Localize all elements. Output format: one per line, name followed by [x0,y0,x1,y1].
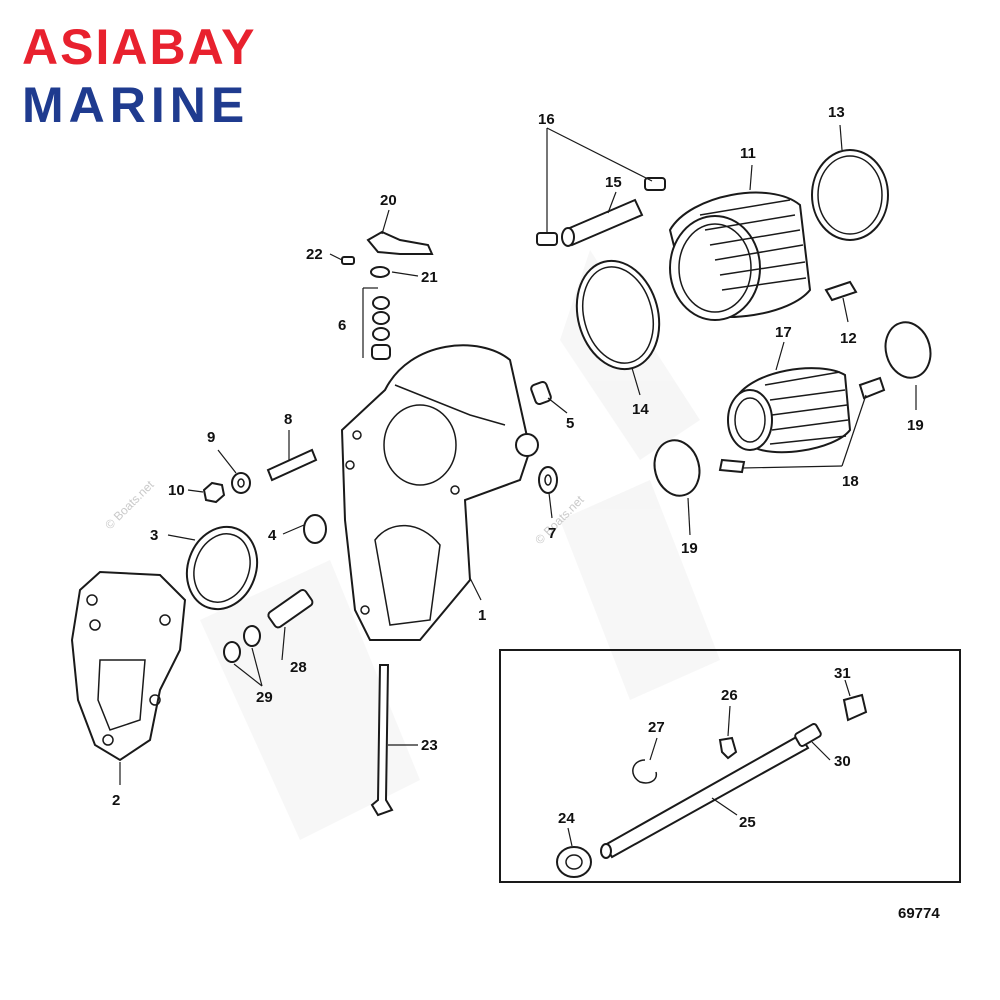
watermark-text-left: © Boats.net [102,477,157,532]
washer-7 [538,466,558,494]
callout-25: 25 [739,814,756,831]
o-ring-small [303,514,327,544]
callout-11: 11 [740,145,756,162]
callout-20: 20 [380,192,397,209]
callout-12: 12 [840,330,857,347]
callout-27: 27 [648,719,665,736]
callout-3: 3 [150,527,158,544]
callout-31: 31 [834,665,851,682]
hose-clamp-small-a [536,232,558,246]
callout-6: 6 [338,317,346,334]
clip-18a [858,376,886,400]
o-ring-29a [223,641,241,663]
callout-labels: 1 2 3 4 5 6 7 8 9 10 11 12 13 14 15 16 1… [112,104,924,831]
shift-cable-inset-box [499,649,961,883]
hose-clamp-19a [884,321,932,379]
valve [267,589,314,629]
leader-lines [119,124,917,847]
callout-18: 18 [842,473,859,490]
callout-10: 10 [168,482,185,499]
drawing-number: 69774 [898,905,940,922]
nut [202,481,226,504]
hose-clamp-small-b [644,177,666,191]
bushing-stack [371,296,391,360]
callout-5: 5 [566,415,574,432]
shift-shaft [370,664,394,817]
tube [563,198,644,247]
shift-cable-bellows [727,367,852,454]
callout-2: 2 [112,792,120,809]
washer-21 [370,266,390,278]
callout-9: 9 [207,429,215,446]
callout-8: 8 [284,411,292,428]
gasket-part [70,570,187,762]
callout-29: 29 [256,689,273,706]
stud [266,448,318,482]
screw-22 [341,256,355,265]
elbow-fitting [530,380,552,406]
callout-4: 4 [268,527,277,544]
callout-22: 22 [306,246,323,263]
o-ring-large [185,525,259,611]
hose-clamp-19b [653,439,701,497]
brand-logo-top: ASIABAY [22,19,257,75]
callout-1: 1 [478,607,486,624]
exhaust-bellows [668,191,812,321]
bell-housing [340,344,539,641]
callout-14: 14 [632,401,649,418]
callout-19-right: 19 [907,417,924,434]
callout-28: 28 [290,659,307,676]
callout-30: 30 [834,753,851,770]
shift-cable-assembly [556,693,868,878]
callout-26: 26 [721,687,738,704]
washer-9 [231,472,251,494]
callout-17: 17 [775,324,792,341]
bellows-clamp [811,149,889,241]
clip-12 [824,280,858,302]
o-ring-29b [243,625,261,647]
callout-7: 7 [548,525,556,542]
callout-16: 16 [538,111,555,128]
bracket [366,230,434,255]
callout-23: 23 [421,737,438,754]
brand-logo-bottom: MARINE [22,77,250,133]
callout-19-left: 19 [681,540,698,557]
callout-13: 13 [828,104,845,121]
callout-15: 15 [605,174,622,191]
clip-18b [718,458,746,474]
callout-21: 21 [421,269,438,286]
callout-24: 24 [558,810,575,827]
